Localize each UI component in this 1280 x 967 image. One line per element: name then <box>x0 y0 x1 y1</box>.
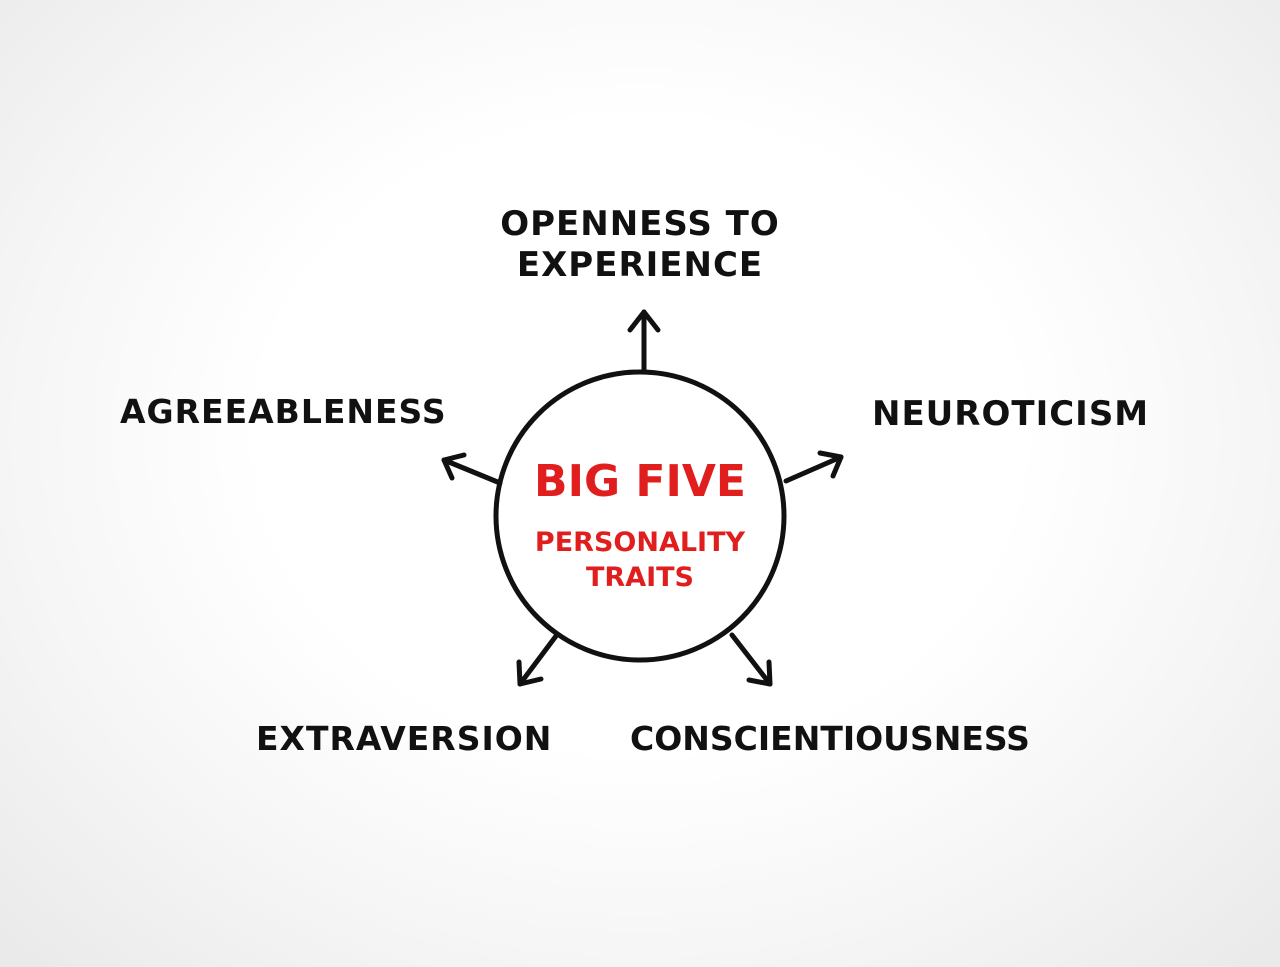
arrow-conscientiousness <box>729 632 773 687</box>
trait-neuroticism: NeURoTiCiSM <box>872 394 1150 434</box>
arrow-extraversion <box>516 633 559 687</box>
trait-conscientiousness: CoNSCieNTioUSNeSS <box>630 719 1030 758</box>
center-title: BiG FiVe <box>534 456 746 507</box>
trait-openness-line2: eXPeRieNCe <box>516 245 764 285</box>
trait-extraversion: eXTRaVeRSioN <box>256 719 553 758</box>
arrow-openness <box>627 309 661 375</box>
center-subtitle-line2: TRaiTS <box>585 562 694 593</box>
trait-openness-line1: OPeNNeSS To <box>500 204 780 244</box>
center-subtitle-line1: PeRSoNaLiTy <box>534 527 746 558</box>
center-circle <box>493 369 787 663</box>
trait-agreeableness: aGReeaBLeNeSS <box>120 392 447 431</box>
arrow-neuroticism <box>783 450 844 484</box>
arrow-agreeableness <box>441 452 503 486</box>
